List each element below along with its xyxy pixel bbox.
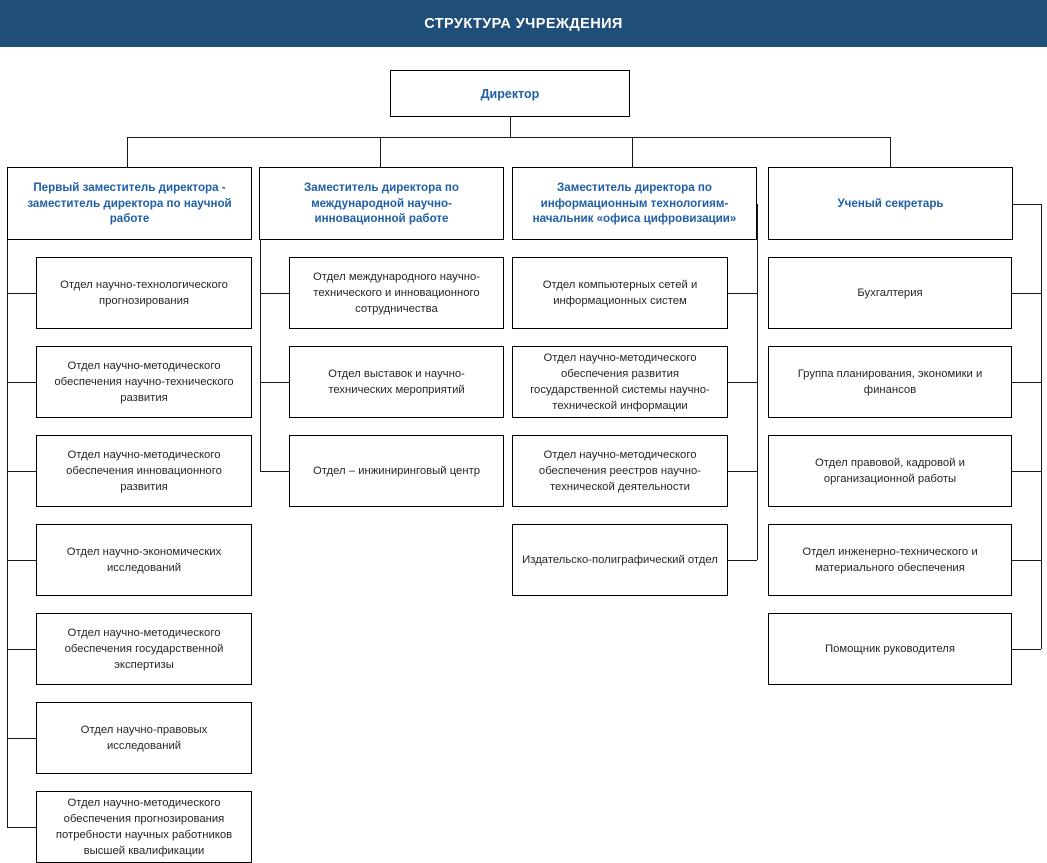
leaf-node-c4-3-label: Отдел правовой, кадровой и организационн… [815, 456, 965, 485]
connector-stub-c2-2 [259, 382, 289, 384]
leaf-node-c2-1-label: Отдел международного научно-технического… [313, 270, 480, 316]
leaf-node-c4-4[interactable]: Отдел инженерно-технического и материаль… [768, 524, 1012, 596]
leaf-node-c1-3-label: Отдел научно-методического обеспечения и… [66, 448, 222, 494]
column-head-3-label: Заместитель директора по информационным … [532, 180, 737, 226]
connector-spine-col3 [756, 240, 758, 560]
connector-head-tie-col4 [1013, 203, 1041, 205]
connector-stub-c4-5 [1012, 649, 1041, 651]
connector-stub-c1-7 [7, 827, 36, 829]
leaf-node-c1-2[interactable]: Отдел научно-методического обеспечения н… [36, 346, 252, 418]
connector-stub-c1-4 [7, 560, 36, 562]
leaf-node-c1-6-label: Отдел научно-правовых исследований [80, 723, 208, 752]
connector-stub-c2-1 [259, 293, 289, 295]
connector-spine-col4 [1040, 240, 1042, 649]
leaf-node-c1-4-label: Отдел научно-экономических исследований [66, 545, 222, 574]
leaf-node-c2-2[interactable]: Отдел выставок и научно-технических меро… [289, 346, 504, 418]
leaf-node-c3-3[interactable]: Отдел научно-методического обеспечения р… [512, 435, 728, 507]
column-head-2-label: Заместитель директора по международной н… [304, 180, 459, 226]
column-head-2[interactable]: Заместитель директора по международной н… [259, 167, 504, 240]
root-node-director[interactable]: Директор [390, 70, 630, 117]
leaf-node-c3-1[interactable]: Отдел компьютерных сетей и информационны… [512, 257, 728, 329]
page-title: СТРУКТУРА УЧРЕЖДЕНИЯ [424, 15, 623, 32]
leaf-node-c4-2-label: Группа планирования, экономики и финансо… [797, 367, 983, 396]
connector-spine-col2 [259, 240, 261, 471]
connector-stub-c3-3 [728, 471, 757, 473]
leaf-node-c4-3[interactable]: Отдел правовой, кадровой и организационн… [768, 435, 1012, 507]
column-head-3[interactable]: Заместитель директора по информационным … [512, 167, 757, 240]
leaf-node-c2-2-label: Отдел выставок и научно-технических меро… [328, 367, 465, 396]
column-head-1[interactable]: Первый заместитель директора - заместите… [7, 167, 252, 240]
leaf-node-c3-4-label: Издательско-полиграфический отдел [522, 553, 718, 566]
leaf-node-c3-1-label: Отдел компьютерных сетей и информационны… [542, 278, 698, 307]
leaf-node-c1-1[interactable]: Отдел научно-технологического прогнозиро… [36, 257, 252, 329]
connector-stub-c1-6 [7, 738, 36, 740]
connector-stub-c4-2 [1012, 382, 1041, 384]
leaf-node-c1-4[interactable]: Отдел научно-экономических исследований [36, 524, 252, 596]
leaf-node-c3-4[interactable]: Издательско-полиграфический отдел [512, 524, 728, 596]
connector-stub-c3-1 [728, 293, 757, 295]
leaf-node-c3-2-label: Отдел научно-методического обеспечения р… [530, 351, 710, 413]
connector-spine-top-col3 [756, 203, 758, 240]
column-head-1-label: Первый заместитель директора - заместите… [27, 180, 232, 226]
connector-spine-col1 [7, 240, 9, 827]
leaf-node-c3-3-label: Отдел научно-методического обеспечения р… [538, 448, 702, 494]
leaf-node-c3-2[interactable]: Отдел научно-методического обеспечения р… [512, 346, 728, 418]
leaf-node-c2-1[interactable]: Отдел международного научно-технического… [289, 257, 504, 329]
connector-stub-c1-2 [7, 382, 36, 384]
leaf-node-c4-1[interactable]: Бухгалтерия [768, 257, 1012, 329]
leaf-node-c1-5-label: Отдел научно-методического обеспечения г… [64, 626, 224, 672]
connector-root-drop [510, 117, 512, 137]
connector-stub-c3-4 [728, 560, 757, 562]
connector-stub-c1-3 [7, 471, 36, 473]
leaf-node-c4-1-label: Бухгалтерия [857, 286, 923, 299]
connector-head-drop-1 [127, 137, 129, 167]
connector-stub-c1-1 [7, 293, 36, 295]
leaf-node-c1-5[interactable]: Отдел научно-методического обеспечения г… [36, 613, 252, 685]
connector-stub-c4-4 [1012, 560, 1041, 562]
leaf-node-c4-5[interactable]: Помощник руководителя [768, 613, 1012, 685]
page-title-bar: СТРУКТУРА УЧРЕЖДЕНИЯ [0, 0, 1047, 47]
leaf-node-c1-3[interactable]: Отдел научно-методического обеспечения и… [36, 435, 252, 507]
root-node-director-label: Директор [480, 86, 540, 101]
leaf-node-c4-4-label: Отдел инженерно-технического и материаль… [802, 545, 978, 574]
connector-stub-c1-5 [7, 649, 36, 651]
column-head-4[interactable]: Ученый секретарь [768, 167, 1013, 240]
leaf-node-c1-7[interactable]: Отдел научно-методического обеспечения п… [36, 791, 252, 863]
connector-head-drop-2 [380, 137, 382, 167]
connector-stub-c2-3 [259, 471, 289, 473]
leaf-node-c1-6[interactable]: Отдел научно-правовых исследований [36, 702, 252, 774]
connector-head-drop-4 [890, 137, 892, 167]
connector-stub-c3-2 [728, 382, 757, 384]
leaf-node-c1-7-label: Отдел научно-методического обеспечения п… [55, 796, 233, 858]
leaf-node-c1-2-label: Отдел научно-методического обеспечения н… [54, 359, 234, 405]
leaf-node-c4-5-label: Помощник руководителя [824, 642, 955, 655]
leaf-node-c2-3[interactable]: Отдел – инжиниринговый центр [289, 435, 504, 507]
leaf-node-c2-3-label: Отдел – инжиниринговый центр [312, 464, 481, 477]
connector-head-drop-3 [632, 137, 634, 167]
connector-stub-c4-3 [1012, 471, 1041, 473]
connector-stub-c4-1 [1012, 293, 1041, 295]
connector-bus [127, 137, 890, 139]
leaf-node-c4-2[interactable]: Группа планирования, экономики и финансо… [768, 346, 1012, 418]
column-head-4-label: Ученый секретарь [837, 196, 944, 210]
connector-spine-top-col4 [1040, 203, 1042, 240]
leaf-node-c1-1-label: Отдел научно-технологического прогнозиро… [60, 278, 228, 307]
